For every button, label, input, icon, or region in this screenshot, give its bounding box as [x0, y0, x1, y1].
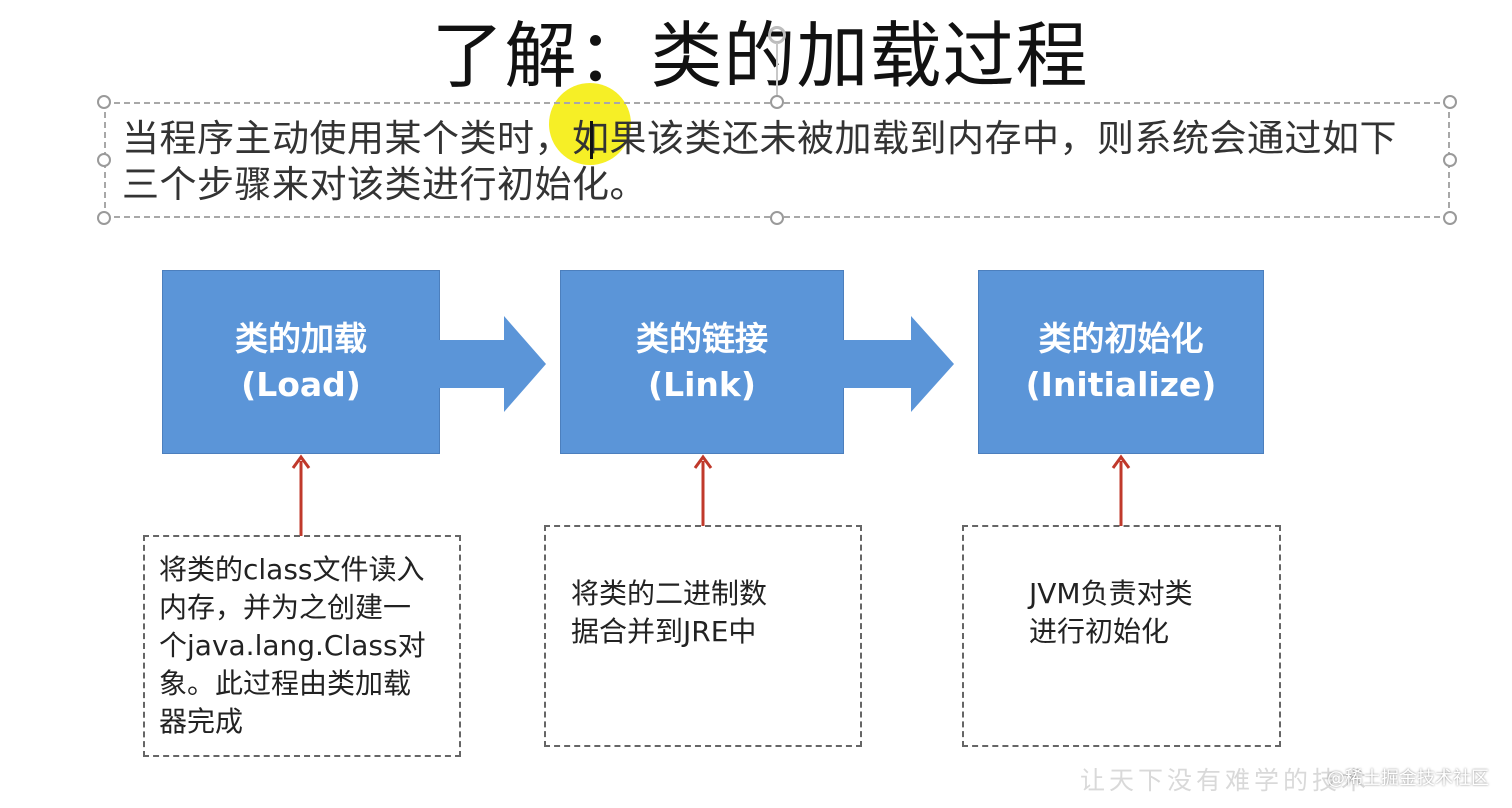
resize-handle-top-center[interactable]: [770, 95, 784, 109]
note-pointer-arrow-link: [693, 454, 713, 526]
slide-title: 了解：类的加载过程: [431, 14, 1089, 98]
resize-handle-bottom-right[interactable]: [1443, 211, 1457, 225]
note-link: 将类的二进制数 据合并到JRE中: [544, 525, 862, 747]
text-cursor: [590, 121, 593, 159]
site-watermark: @稀土掘金技术社区: [1327, 768, 1489, 789]
resize-handle-bottom-center[interactable]: [770, 211, 784, 225]
note-load: 将类的class文件读入 内存，并为之创建一 个java.lang.Class对…: [143, 535, 461, 757]
stage-english-title: (Load): [241, 365, 361, 404]
flow-arrow-load-to-link: [438, 316, 546, 412]
resize-handle-middle-right[interactable]: [1443, 153, 1457, 167]
stage-english-title: (Initialize): [1025, 365, 1217, 404]
stage-english-title: (Link): [648, 365, 756, 404]
rotate-handle-stem: [776, 43, 778, 99]
faint-watermark: 让天下没有难学的技术: [1079, 766, 1370, 795]
resize-handle-top-right[interactable]: [1443, 95, 1457, 109]
resize-handle-top-left[interactable]: [97, 95, 111, 109]
stage-box-initialize: 类的初始化 (Initialize): [978, 270, 1264, 454]
resize-handle-bottom-left[interactable]: [97, 211, 111, 225]
note-pointer-arrow-initialize: [1111, 454, 1131, 526]
stage-box-load: 类的加载 (Load): [162, 270, 440, 454]
stage-title: 类的链接: [636, 319, 768, 358]
intro-text[interactable]: 当程序主动使用某个类时，如果该类还未被加载到内存中，则系统会通过如下三个步骤来对…: [122, 117, 1397, 206]
stage-title: 类的初始化: [1038, 319, 1204, 358]
note-pointer-arrow-load: [291, 454, 311, 536]
rotate-handle[interactable]: [768, 26, 786, 44]
stage-box-link: 类的链接 (Link): [560, 270, 844, 454]
stage-title: 类的加载: [235, 319, 367, 358]
note-initialize: JVM负责对类 进行初始化: [962, 525, 1281, 747]
flow-arrow-link-to-initialize: [843, 316, 954, 412]
resize-handle-middle-left[interactable]: [97, 153, 111, 167]
